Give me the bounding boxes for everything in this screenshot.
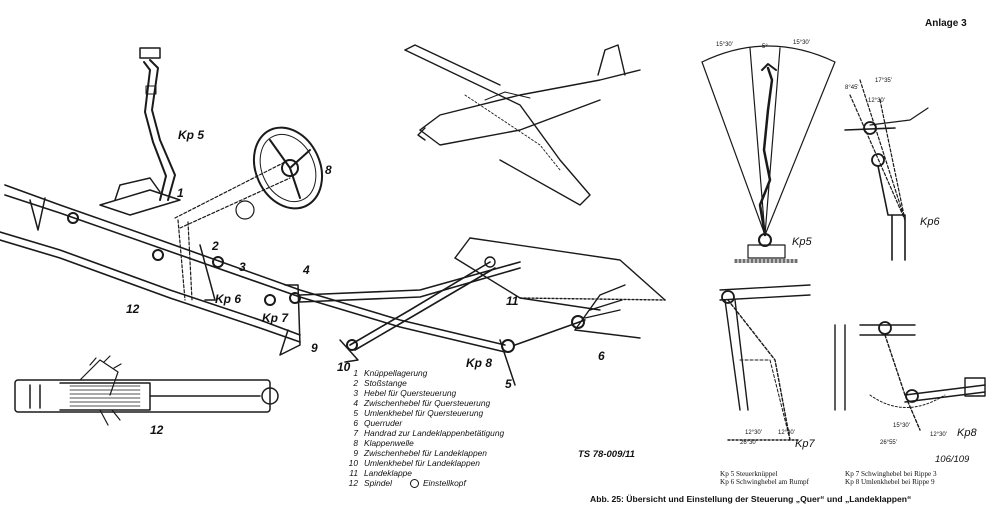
kp7-detail [719, 284, 811, 441]
angle-annotation: 12°30' [745, 430, 762, 436]
angle-annotation: 12°30' [868, 98, 885, 104]
callout-10: 10 [337, 360, 351, 374]
control-stick [139, 47, 176, 201]
drawing-reference: TS 78-009/11 [578, 449, 635, 460]
detail-label-kp8: Kp8 [957, 427, 977, 439]
appendix-label: Anlage 3 [925, 18, 967, 29]
note-kp5: Kp 5 Steuerknüppel [720, 470, 778, 478]
detail-label-kp7: Kp7 [795, 438, 815, 450]
angle-annotation: 12°30' [930, 432, 947, 438]
airplane-sketch [404, 44, 641, 206]
detail-label-kp5: Kp5 [792, 236, 812, 248]
note-kp8: Kp 8 Umlenkhebel bei Rippe 9 [845, 478, 935, 486]
callout-1: 1 [177, 186, 184, 200]
stick-bearing [99, 177, 181, 216]
label-kp8: Kp 8 [466, 356, 493, 370]
label-kp5: Kp 5 [178, 128, 205, 142]
angle-annotation: 26°30' [740, 440, 757, 446]
callout-4: 4 [303, 263, 310, 277]
flap-shaft-chain [174, 161, 291, 301]
callout-5: 5 [505, 377, 512, 391]
angle-annotation: 15°30' [793, 40, 810, 46]
callout-8: 8 [325, 163, 332, 177]
callout-12-spindle: 12 [150, 423, 164, 437]
page-number: 106/109 [935, 454, 970, 465]
spindle-detail [14, 355, 279, 426]
note-kp6: Kp 6 Schwinghebel am Rumpf [720, 478, 810, 486]
bellcranks [29, 197, 516, 386]
wing-flap [454, 237, 666, 311]
handwheel [235, 126, 324, 220]
note-kp7: Kp 7 Schwinghebel bei Rippe 3 [845, 470, 937, 478]
kp8-detail [834, 321, 986, 431]
aileron [574, 284, 641, 339]
legend-symbol-label: Einstellkopf [422, 478, 466, 488]
label-kp7: Kp 7 [262, 311, 289, 325]
figure-caption: Abb. 25: Übersicht und Einstellung der S… [590, 494, 912, 504]
callout-12: 12 [126, 302, 140, 316]
label-kp6: Kp 6 [215, 292, 242, 306]
adjustment-head-icon [409, 478, 419, 488]
angle-annotation: 8°45' [845, 85, 859, 91]
kp6-detail [844, 79, 929, 261]
angle-annotation: 26°55' [880, 440, 897, 446]
callout-9: 9 [311, 341, 318, 355]
adjustment-heads [67, 212, 585, 353]
flap-rod [349, 261, 496, 351]
callout-2: 2 [212, 239, 219, 253]
angle-annotation: 15°30' [893, 423, 910, 429]
callout-3: 3 [239, 260, 246, 274]
kp5-detail [701, 45, 836, 263]
aileron-rods [0, 184, 586, 353]
angle-annotation: 12°30' [778, 430, 795, 436]
angle-annotation: 15°30' [716, 42, 733, 48]
angle-annotation: 5° [762, 44, 768, 50]
callout-11: 11 [506, 294, 519, 308]
detail-label-kp6: Kp6 [920, 216, 940, 228]
angle-annotation: 17°35' [875, 78, 892, 84]
callout-6: 6 [598, 349, 605, 363]
